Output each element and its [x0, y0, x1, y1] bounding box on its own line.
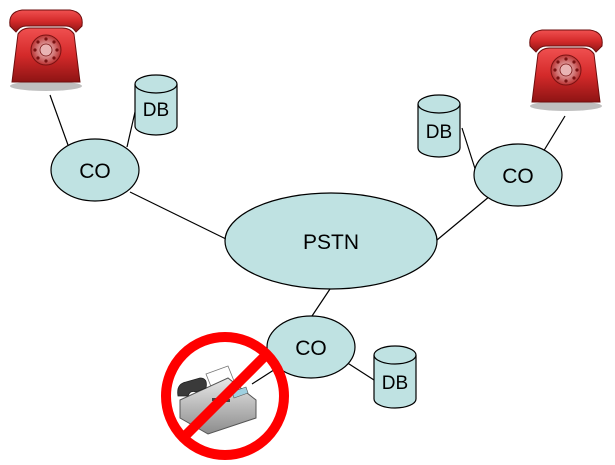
db-right-node: DB	[417, 94, 461, 158]
co-right-label: CO	[502, 165, 534, 188]
connection-lines	[49, 94, 566, 385]
co-bottom-label: CO	[295, 337, 327, 360]
red-rotary-telephone-icon	[529, 29, 603, 111]
pstn-node: PSTN	[224, 192, 438, 290]
co-left-node: CO	[50, 138, 140, 202]
link-pstn-co-right	[436, 195, 491, 241]
db-left-node: DB	[134, 74, 178, 136]
co-right-node: CO	[473, 143, 563, 207]
link-co-left-pstn	[129, 191, 229, 241]
link-pstn-co-bottom	[311, 288, 331, 317]
link-phone-left-co-left	[49, 94, 69, 146]
link-co-left-db-left	[126, 111, 136, 148]
db-right-label: DB	[426, 122, 452, 143]
pstn-label: PSTN	[303, 231, 359, 254]
red-rotary-telephone-icon	[9, 9, 83, 91]
prohibition-sign-icon	[161, 332, 289, 460]
co-left-label: CO	[79, 160, 111, 183]
link-co-bottom-db-bottom	[345, 361, 375, 381]
co-bottom-node: CO	[266, 315, 356, 379]
db-bottom-node: DB	[373, 345, 417, 409]
db-bottom-label: DB	[382, 373, 408, 394]
db-left-label: DB	[143, 100, 169, 121]
